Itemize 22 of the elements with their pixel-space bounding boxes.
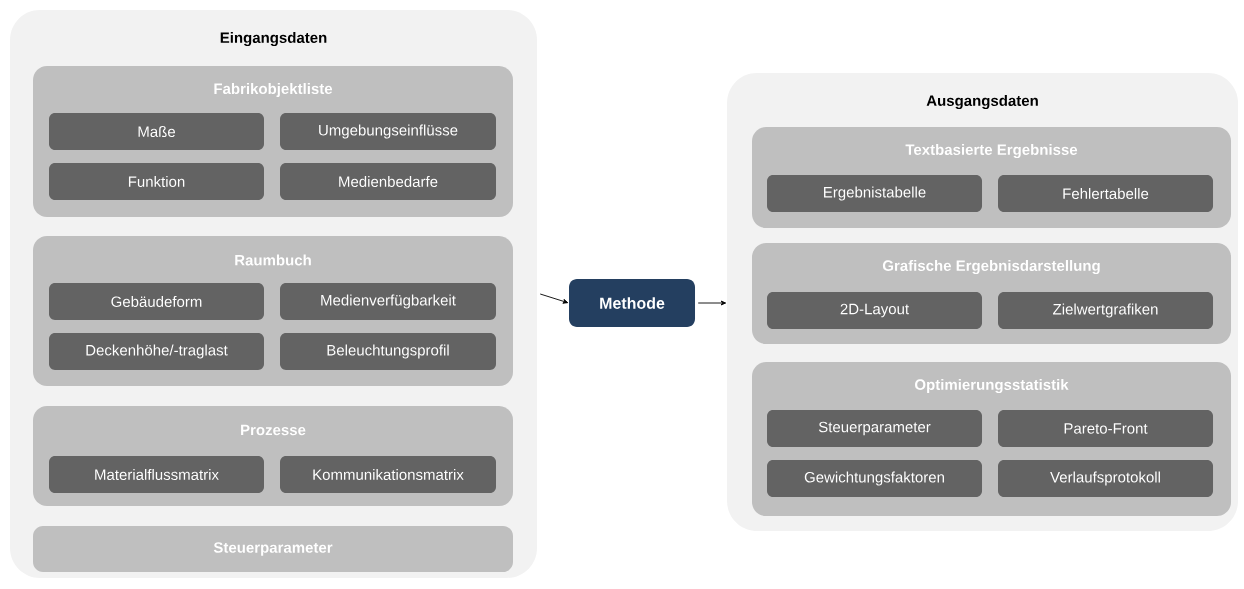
item-box: Medienbedarfe: [280, 163, 496, 200]
arrow: [539, 293, 569, 304]
item-box: Verlaufsprotokoll: [998, 460, 1213, 497]
arrow: [697, 300, 727, 306]
method-box: Methode: [569, 279, 695, 327]
item-box: Ergebnistabelle: [767, 175, 982, 212]
item-box: Zielwertgrafiken: [998, 292, 1213, 329]
item-box: Materialflussmatrix: [49, 456, 264, 493]
item-box: Deckenhöhe/-traglast: [49, 333, 264, 370]
item-box: Gewichtungsfaktoren: [767, 460, 982, 497]
item-box: Fehlertabelle: [998, 175, 1213, 212]
item-box: Umgebungseinflüsse: [280, 113, 496, 150]
item-box: Medienverfügbarkeit: [280, 283, 496, 320]
item-box: Gebäudeform: [49, 283, 264, 320]
group-box: Steuerparameter: [33, 526, 513, 572]
item-box: Funktion: [49, 163, 264, 200]
item-box: Pareto-Front: [998, 410, 1213, 447]
item-box: Beleuchtungsprofil: [280, 333, 496, 370]
item-box: Kommunikationsmatrix: [280, 456, 496, 493]
item-box: Steuerparameter: [767, 410, 982, 447]
item-box: Maße: [49, 113, 264, 150]
item-box: 2D-Layout: [767, 292, 982, 329]
